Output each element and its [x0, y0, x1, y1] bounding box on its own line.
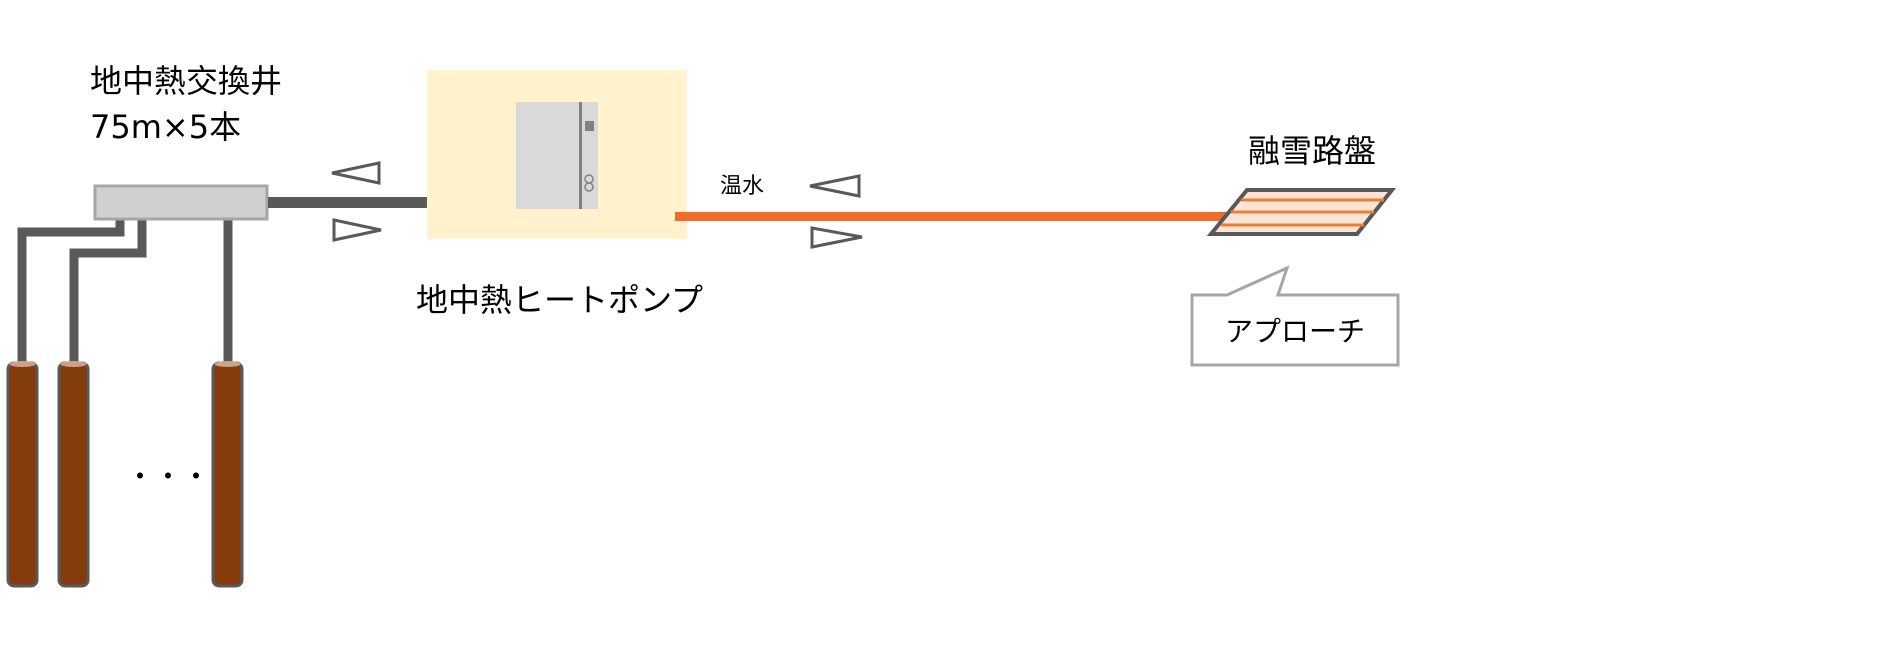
- snow-melt-pavement: [1206, 188, 1397, 236]
- callout-box: [1190, 265, 1400, 367]
- arrow-return-left: [331, 161, 381, 185]
- heat-pump-unit: [516, 102, 598, 209]
- arrow-supply-right: [332, 218, 382, 242]
- well-1: [6, 361, 39, 588]
- arrow-hot-supply-right: [810, 226, 863, 249]
- wells-ellipsis: ・・・: [126, 460, 210, 493]
- hot-water-label: 温水: [720, 174, 764, 199]
- pipe-well-2: [69, 219, 147, 365]
- wells: [6, 361, 244, 588]
- heat-pump-label: 地中熱ヒートポンプ: [416, 281, 703, 319]
- well-2: [57, 361, 90, 588]
- pipe-ground-loop: [268, 197, 442, 208]
- callout-text: アプローチ: [1225, 315, 1365, 348]
- pipe-well-1: [17, 219, 125, 365]
- well-3: [211, 361, 244, 588]
- wells-title: 地中熱交換井: [90, 62, 282, 100]
- arrow-hot-return-left: [809, 174, 861, 198]
- snow-melt-label: 融雪路盤: [1248, 132, 1376, 170]
- well-pipes: [17, 219, 233, 365]
- hot-water-pipe: [675, 212, 1227, 221]
- header-manifold: [93, 184, 269, 221]
- wells-spec: 75m×5本: [90, 108, 241, 146]
